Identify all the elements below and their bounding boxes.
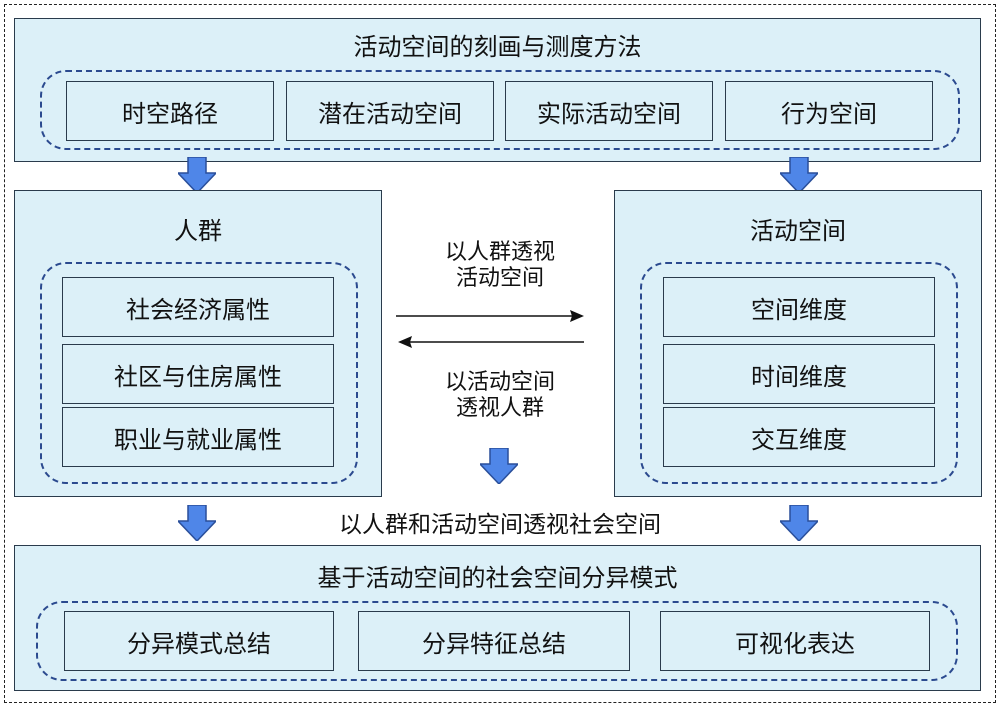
dim-spatial: 空间维度 xyxy=(663,277,935,337)
methods-title: 活动空间的刻画与测度方法 xyxy=(353,32,642,61)
activity-space-title: 活动空间 xyxy=(750,216,846,245)
dim-interaction: 交互维度 xyxy=(663,407,935,467)
population-group xyxy=(40,262,358,484)
feature-summary: 分异特征总结 xyxy=(358,611,630,671)
right-arrow-icon xyxy=(396,309,584,323)
down-arrow-icon xyxy=(178,157,216,193)
method-time-space-path: 时空路径 xyxy=(66,81,274,141)
backward-label: 以活动空间 透视人群 xyxy=(392,370,608,422)
down-arrow-icon xyxy=(780,505,818,541)
attr-community-housing: 社区与住房属性 xyxy=(62,344,334,404)
method-potential-activity-space: 潜在活动空间 xyxy=(286,81,494,141)
outer-dashed-frame xyxy=(4,4,996,703)
backward-label-line2: 透视人群 xyxy=(455,396,544,421)
down-arrow-icon xyxy=(780,157,818,193)
dim-temporal: 时间维度 xyxy=(663,344,935,404)
down-arrow-icon xyxy=(480,448,518,484)
attr-occupation-employment: 职业与就业属性 xyxy=(62,407,334,467)
activity-space-group xyxy=(640,262,958,484)
population-title: 人群 xyxy=(174,216,222,245)
attr-socioeconomic: 社会经济属性 xyxy=(62,277,334,337)
methods-group xyxy=(40,70,960,150)
down-arrow-icon xyxy=(178,505,216,541)
forward-label-line2: 活动空间 xyxy=(455,266,544,291)
segregation-group xyxy=(36,601,958,681)
visualization: 可视化表达 xyxy=(660,611,930,671)
backward-label-line1: 以活动空间 xyxy=(444,370,555,395)
pattern-summary: 分异模式总结 xyxy=(64,611,334,671)
method-behavior-space: 行为空间 xyxy=(725,81,933,141)
combined-label: 以人群和活动空间透视社会空间 xyxy=(339,512,661,538)
method-actual-activity-space: 实际活动空间 xyxy=(505,81,713,141)
left-arrow-icon xyxy=(398,335,584,349)
forward-label-line1: 以人群透视 xyxy=(444,240,555,265)
forward-label: 以人群透视 活动空间 xyxy=(392,240,608,292)
segregation-title: 基于活动空间的社会空间分异模式 xyxy=(317,563,678,592)
